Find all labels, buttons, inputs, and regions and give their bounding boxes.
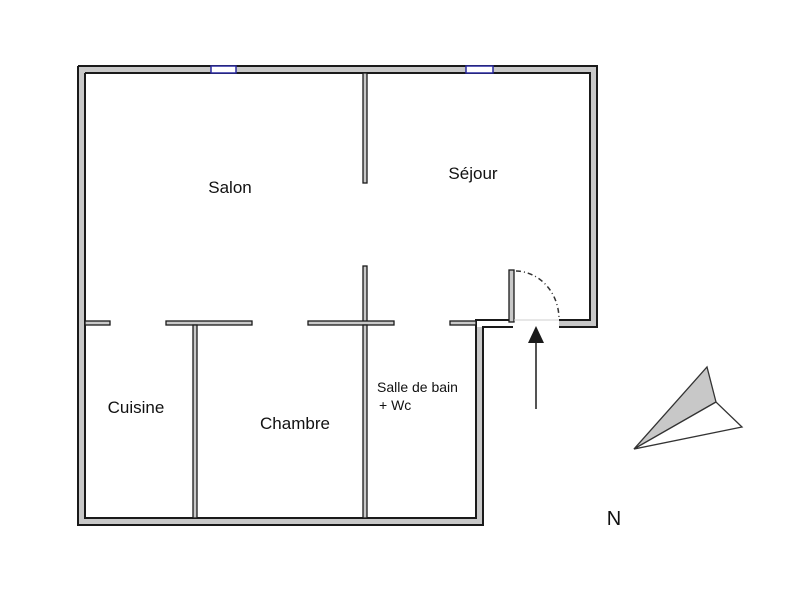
entrance-arrow-icon [528, 326, 544, 409]
outer-walls [77, 65, 598, 526]
wall-h-3 [307, 320, 395, 326]
wall-h-2 [165, 320, 253, 326]
north-label: N [607, 508, 621, 530]
wall-salon-sejour-bottom [362, 265, 368, 323]
room-label-wc: + Wc [379, 397, 411, 413]
room-label-chambre: Chambre [260, 414, 330, 433]
entrance-door [514, 270, 560, 321]
wall-h-4 [449, 320, 477, 326]
window-sejour [465, 65, 494, 74]
room-label-salon: Salon [208, 178, 251, 197]
room-label-salle-de-bain: Salle de bain [377, 379, 458, 395]
room-label-cuisine: Cuisine [108, 398, 165, 417]
wall-h-1 [84, 320, 111, 326]
wall-entrance-jamb [508, 269, 515, 323]
room-label-sejour: Séjour [448, 164, 497, 183]
interior-walls [84, 72, 515, 519]
windows [210, 65, 494, 74]
wall-salon-sejour-top [362, 72, 368, 184]
window-salon [210, 65, 237, 74]
wall-cuisine-chambre [192, 324, 198, 519]
compass-icon [633, 365, 744, 450]
wall-chambre-sdb [362, 324, 368, 519]
